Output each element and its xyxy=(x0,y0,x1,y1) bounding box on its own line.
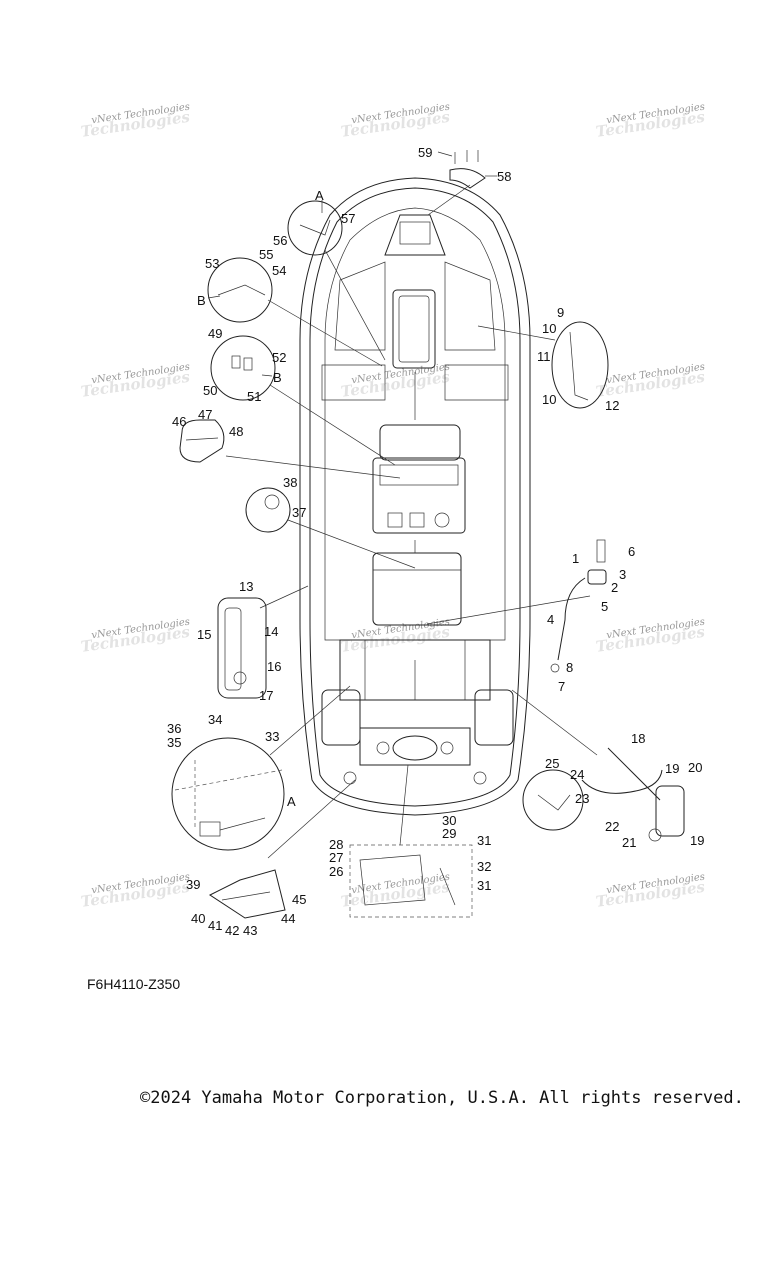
callout-7: 7 xyxy=(558,679,565,694)
callout-16: 16 xyxy=(267,659,281,674)
callout-labels: 1 2 3 4 5 6 7 8 9 10 10 11 12 13 14 15 1… xyxy=(167,145,704,938)
callout-a1: A xyxy=(315,188,324,203)
callout-b2: B xyxy=(273,370,282,385)
copyright-notice: ©2024 Yamaha Motor Corporation, U.S.A. A… xyxy=(140,1088,744,1108)
callout-9: 9 xyxy=(557,305,564,320)
callout-1: 1 xyxy=(572,551,579,566)
callout-26: 26 xyxy=(329,864,343,879)
callout-48: 48 xyxy=(229,424,243,439)
callout-5: 5 xyxy=(601,599,608,614)
callout-54: 54 xyxy=(272,263,286,278)
detail-views xyxy=(171,200,685,919)
callout-27: 27 xyxy=(329,850,343,865)
callout-13: 13 xyxy=(239,579,253,594)
callout-32: 32 xyxy=(477,859,491,874)
callout-18: 18 xyxy=(631,731,645,746)
callout-11: 11 xyxy=(537,349,551,364)
callout-3: 3 xyxy=(619,567,626,582)
callout-31b: 31 xyxy=(477,878,491,893)
callout-15: 15 xyxy=(197,627,211,642)
callout-36: 36 xyxy=(167,721,181,736)
watermarks: Technologies vNext Technologies Technolo… xyxy=(80,102,707,911)
callout-40: 40 xyxy=(191,911,205,926)
callout-53: 53 xyxy=(205,256,219,271)
callout-38: 38 xyxy=(283,475,297,490)
callout-42: 42 xyxy=(225,923,239,938)
callout-31a: 31 xyxy=(477,833,491,848)
callout-24: 24 xyxy=(570,767,584,782)
callout-55: 55 xyxy=(259,247,273,262)
diagram-code: F6H4110-Z350 xyxy=(87,976,181,992)
callout-49: 49 xyxy=(208,326,222,341)
callout-35: 35 xyxy=(167,735,181,750)
callout-17: 17 xyxy=(259,688,273,703)
callout-33: 33 xyxy=(265,729,279,744)
callout-21: 21 xyxy=(622,835,636,850)
callout-44: 44 xyxy=(281,911,295,926)
callout-a2: A xyxy=(287,794,296,809)
callout-58: 58 xyxy=(497,169,511,184)
callout-56: 56 xyxy=(273,233,287,248)
callout-51: 51 xyxy=(247,389,261,404)
callout-19b: 19 xyxy=(690,833,704,848)
callout-20: 20 xyxy=(688,760,702,775)
callout-45: 45 xyxy=(292,892,306,907)
callout-4: 4 xyxy=(547,612,554,627)
callout-52: 52 xyxy=(272,350,286,365)
parts-diagram: Technologies vNext Technologies Technolo… xyxy=(80,102,707,938)
callout-b1: B xyxy=(197,293,206,308)
callout-43: 43 xyxy=(243,923,257,938)
callout-47: 47 xyxy=(198,407,212,422)
callout-10b: 10 xyxy=(542,392,556,407)
callout-22: 22 xyxy=(605,819,619,834)
callout-19a: 19 xyxy=(665,761,679,776)
bow-light-part xyxy=(427,150,497,216)
callout-25: 25 xyxy=(545,756,559,771)
callout-50: 50 xyxy=(203,383,217,398)
callout-8: 8 xyxy=(566,660,573,675)
callout-37: 37 xyxy=(292,505,306,520)
callout-57: 57 xyxy=(341,211,355,226)
callout-34: 34 xyxy=(208,712,222,727)
callout-59: 59 xyxy=(418,145,432,160)
callout-30: 30 xyxy=(442,813,456,828)
callout-39: 39 xyxy=(186,877,200,892)
callout-29: 29 xyxy=(442,826,456,841)
callout-10a: 10 xyxy=(542,321,556,336)
callout-28: 28 xyxy=(329,837,343,852)
callout-14: 14 xyxy=(264,624,278,639)
callout-23: 23 xyxy=(575,791,589,806)
callout-6: 6 xyxy=(628,544,635,559)
callout-41: 41 xyxy=(208,918,222,933)
boat-hull xyxy=(299,177,531,816)
callout-12: 12 xyxy=(605,398,619,413)
callout-2: 2 xyxy=(611,580,618,595)
callout-46: 46 xyxy=(172,414,186,429)
